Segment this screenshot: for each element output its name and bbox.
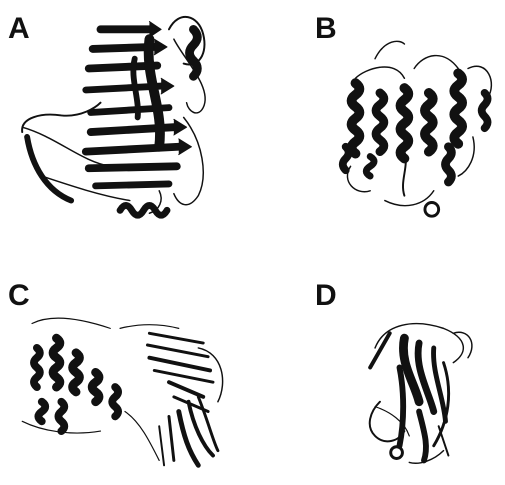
panel-a: A bbox=[0, 0, 245, 230]
protein-structure-a bbox=[0, 0, 245, 225]
panel-b: B bbox=[255, 0, 500, 230]
panel-c: C bbox=[0, 255, 245, 485]
protein-structure-b bbox=[255, 0, 500, 225]
protein-structure-c bbox=[0, 255, 245, 480]
protein-structure-d bbox=[255, 255, 500, 480]
panel-d: D bbox=[255, 255, 500, 485]
